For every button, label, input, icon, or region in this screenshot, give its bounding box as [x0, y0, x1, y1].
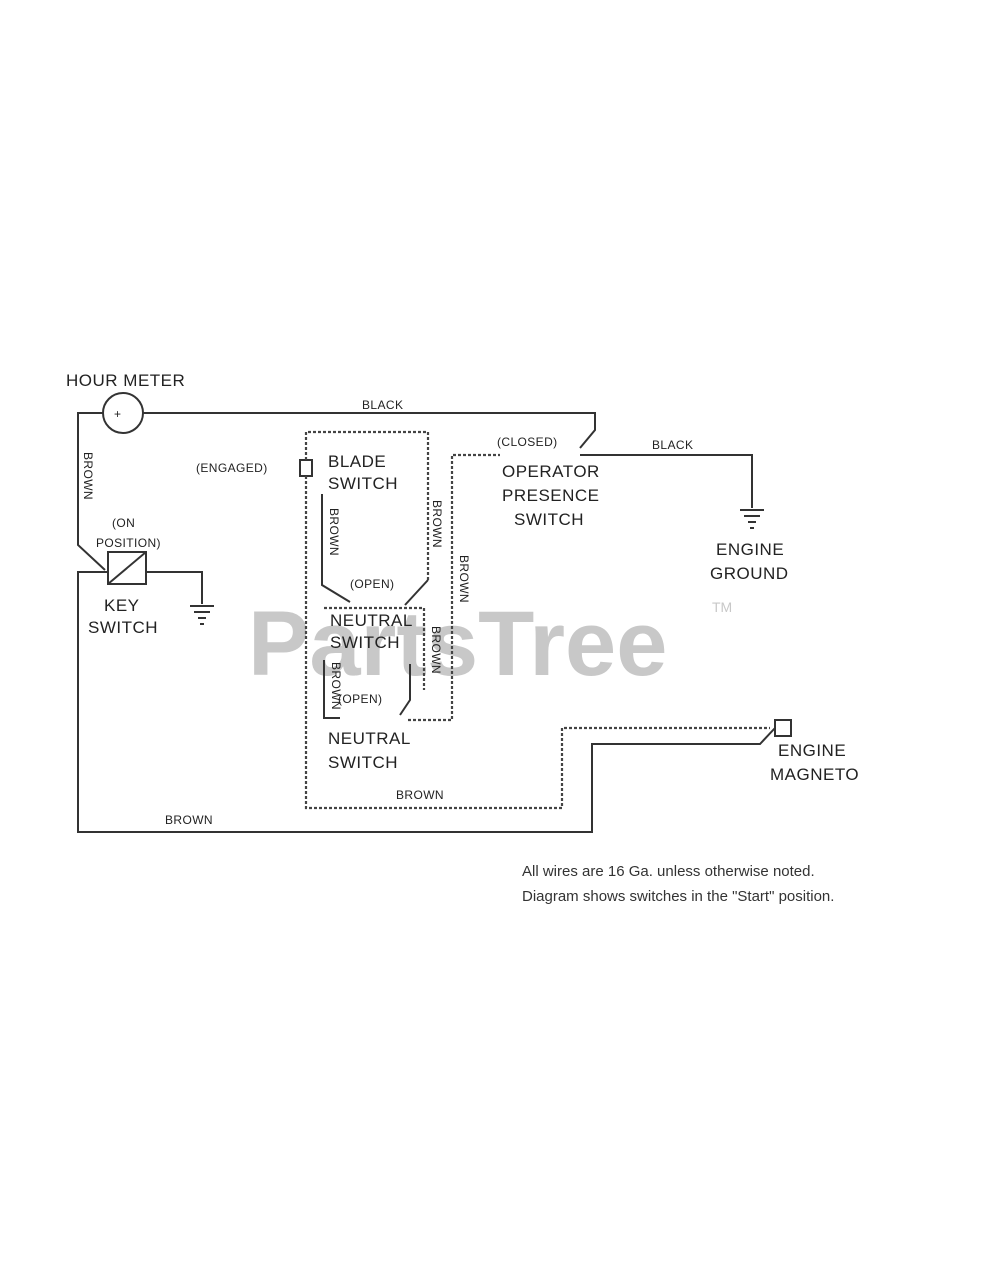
- key-switch-label-1: KEY: [104, 596, 140, 615]
- brown-bottom-left-label: BROWN: [165, 813, 213, 827]
- brown-vertical-blade-label: BROWN: [327, 508, 341, 556]
- operator-label-1: OPERATOR: [502, 462, 600, 481]
- engine-magneto-symbol: [774, 719, 792, 737]
- brown-vertical-center-label: BROWN: [430, 500, 444, 548]
- on-position-label-1: (ON: [112, 516, 135, 530]
- black-right-label: BLACK: [652, 438, 693, 452]
- open-lower-label: (OPEN): [338, 692, 382, 706]
- blade-to-neutral-wire: [321, 494, 351, 603]
- neutral-inner-left-wire: [323, 660, 340, 719]
- brown-wire-left-upper: [77, 412, 106, 571]
- key-switch-label-2: SWITCH: [88, 618, 158, 637]
- neutral-upper-label-2: SWITCH: [330, 633, 400, 652]
- note-line-1: All wires are 16 Ga. unless otherwise no…: [522, 863, 815, 880]
- brown-vertical-neutral-right-label: BROWN: [429, 626, 443, 674]
- operator-label-3: SWITCH: [514, 510, 584, 529]
- operator-label-2: PRESENCE: [502, 486, 600, 505]
- hour-meter-plus: +: [114, 407, 121, 421]
- neutral-switch-upper-box: [324, 606, 426, 690]
- blade-switch-link: [404, 579, 429, 606]
- brown-vertical-left-label: BROWN: [81, 452, 95, 500]
- hour-meter-symbol: [102, 392, 144, 434]
- blade-switch-contact: [299, 459, 313, 477]
- note-line-2: Diagram shows switches in the "Start" po…: [522, 888, 834, 905]
- blade-switch-label-1: BLADE: [328, 452, 386, 471]
- blade-switch-label-2: SWITCH: [328, 474, 398, 493]
- open-upper-label: (OPEN): [350, 577, 394, 591]
- engaged-label: (ENGAGED): [196, 461, 268, 475]
- black-wire-top: [143, 412, 596, 449]
- neutral-lower-label-1: NEUTRAL: [328, 729, 411, 748]
- brown-vertical-neutral-left-label: BROWN: [329, 662, 343, 710]
- key-switch-contact: [107, 551, 147, 585]
- key-switch-ground-wire: [146, 571, 203, 604]
- hour-meter-label: HOUR METER: [66, 371, 185, 390]
- key-switch-symbol: [107, 551, 147, 585]
- brown-wire-right: [408, 453, 500, 722]
- brown-bottom-mid-label: BROWN: [396, 788, 444, 802]
- engine-magneto-label-1: ENGINE: [778, 741, 846, 760]
- neutral-upper-label-1: NEUTRAL: [330, 611, 413, 630]
- watermark-tm: TM: [712, 599, 732, 615]
- on-position-label-2: POSITION): [96, 536, 161, 550]
- brown-vertical-right-label: BROWN: [457, 555, 471, 603]
- closed-label: (CLOSED): [497, 435, 558, 449]
- engine-ground-label-2: GROUND: [710, 564, 789, 583]
- engine-magneto-label-2: MAGNETO: [770, 765, 859, 784]
- watermark-text: PartsTree: [248, 593, 667, 695]
- brown-wire-bottom-outer: [77, 571, 776, 833]
- brown-wire-bottom-inner: [304, 476, 770, 810]
- neutral-inner-right-wire: [399, 664, 411, 716]
- black-wire-right: [580, 454, 753, 508]
- neutral-lower-label-2: SWITCH: [328, 753, 398, 772]
- engine-ground-label-1: ENGINE: [716, 540, 784, 559]
- black-top-label: BLACK: [362, 398, 403, 412]
